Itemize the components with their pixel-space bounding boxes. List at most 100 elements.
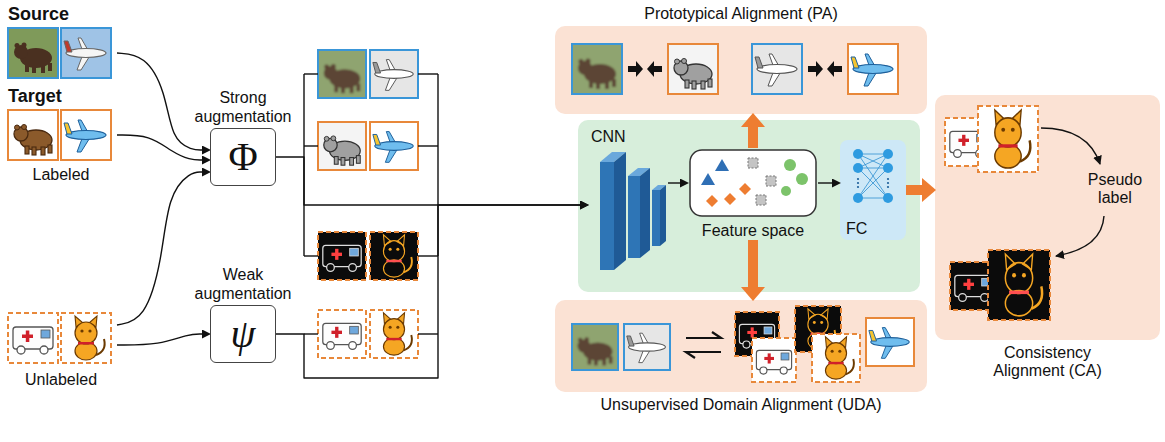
- plane-tail: [627, 336, 634, 346]
- image-background: [572, 324, 618, 370]
- fc-ellipsis-dot: [857, 186, 859, 188]
- ambulance-cross: [768, 353, 771, 363]
- bear-ear: [584, 337, 589, 342]
- fc-neuron: [883, 163, 893, 173]
- image-content: [318, 310, 366, 358]
- image-background: [370, 310, 418, 358]
- fc-label: FC: [846, 220, 867, 238]
- image-border: [370, 50, 418, 98]
- ambulance-wheel: [760, 367, 767, 374]
- bear-leg: [708, 79, 712, 87]
- cat-body: [1005, 291, 1032, 316]
- plane-tail: [755, 57, 763, 68]
- image-background: [61, 110, 111, 160]
- bear-leg: [602, 358, 606, 365]
- image-border: [812, 334, 860, 382]
- cat-eye: [813, 321, 816, 324]
- cnn-layer-side: [640, 168, 650, 258]
- bear-ear: [578, 338, 583, 343]
- image-border: [978, 106, 1038, 172]
- fc-neuron: [883, 193, 893, 203]
- cnn-label: CNN: [591, 128, 626, 146]
- bear-ear: [324, 136, 329, 141]
- plane-fuselage: [757, 65, 797, 74]
- ambulance-wheel: [743, 341, 750, 348]
- branch-line: [304, 73, 318, 74]
- flow-arrow: [117, 334, 202, 345]
- leader-arrow: [1041, 128, 1100, 164]
- cnn-layer-front: [652, 190, 660, 246]
- image-border: [572, 44, 622, 94]
- plane-image: [58, 25, 114, 81]
- alignment-arrow: [748, 127, 758, 148]
- exchange-arrow: [686, 332, 721, 338]
- image-background: [812, 334, 860, 382]
- image-background: [318, 50, 366, 98]
- cat-ear: [821, 309, 828, 319]
- cat-image: [809, 331, 863, 385]
- ambulance-wheel: [327, 342, 335, 350]
- image-border: [318, 310, 366, 358]
- bear-ear: [682, 59, 687, 64]
- cat-body: [825, 362, 846, 379]
- feature-square: [748, 158, 758, 168]
- cnn-layer-side: [614, 152, 626, 270]
- bear-leg: [594, 358, 598, 365]
- flow-arrow: [818, 182, 832, 183]
- image-picture: [318, 310, 366, 358]
- fc-ellipsis-dot: [857, 182, 859, 184]
- image-content: [8, 313, 58, 363]
- feature-triangle: [701, 173, 715, 185]
- image-content: [318, 122, 366, 170]
- image-border: [370, 232, 418, 280]
- image-content: [61, 110, 111, 160]
- fc-ellipsis-dot: [887, 182, 889, 184]
- image-background: [318, 122, 366, 170]
- ambulance-wheel: [349, 264, 357, 272]
- fc-ellipsis-dot: [887, 186, 889, 188]
- image-picture: [848, 44, 898, 94]
- bear-leg: [356, 156, 360, 164]
- image-picture: [624, 324, 670, 370]
- cat-head: [825, 343, 846, 364]
- plane-fuselage: [871, 338, 909, 347]
- plane-fuselage: [66, 131, 106, 140]
- bear-leg: [609, 356, 613, 363]
- branch-line: [304, 145, 318, 146]
- alignment-arrow: [748, 240, 758, 287]
- cat-eye: [1011, 128, 1015, 132]
- feature-triangle: [715, 159, 729, 171]
- cat-collar: [386, 338, 401, 340]
- cat-eye: [396, 248, 399, 251]
- group-heading: Target: [8, 86, 62, 107]
- plane-image: [845, 41, 901, 97]
- bear-leg: [41, 65, 45, 73]
- ambulance-wheel: [954, 150, 962, 158]
- cat-head: [808, 314, 828, 334]
- amb-image: [749, 335, 798, 384]
- cat-eye: [80, 329, 83, 332]
- image-border: [572, 324, 618, 370]
- converge-arrow: [647, 61, 662, 77]
- cat-body: [995, 144, 1021, 168]
- feature-square: [766, 176, 776, 186]
- image-border: [866, 318, 914, 366]
- feature-space-box: Feature space: [688, 148, 818, 240]
- branch-line: [418, 255, 438, 256]
- branch-line: [418, 73, 438, 74]
- image-picture: [668, 44, 718, 94]
- image-border: [318, 50, 366, 98]
- ambulance-body: [13, 327, 53, 349]
- image-content: [370, 122, 418, 170]
- bear-leg: [589, 80, 593, 88]
- image-background: [572, 44, 622, 94]
- converge-arrow: [808, 61, 823, 77]
- image-picture: [318, 50, 366, 98]
- cat-eye: [389, 326, 392, 329]
- cat-ear: [397, 235, 405, 246]
- cat-ear: [1005, 254, 1015, 269]
- cat-eye: [396, 326, 399, 329]
- augmentation-symbol: ψ: [211, 314, 275, 354]
- image-background: [370, 232, 418, 280]
- image-background: [668, 44, 718, 94]
